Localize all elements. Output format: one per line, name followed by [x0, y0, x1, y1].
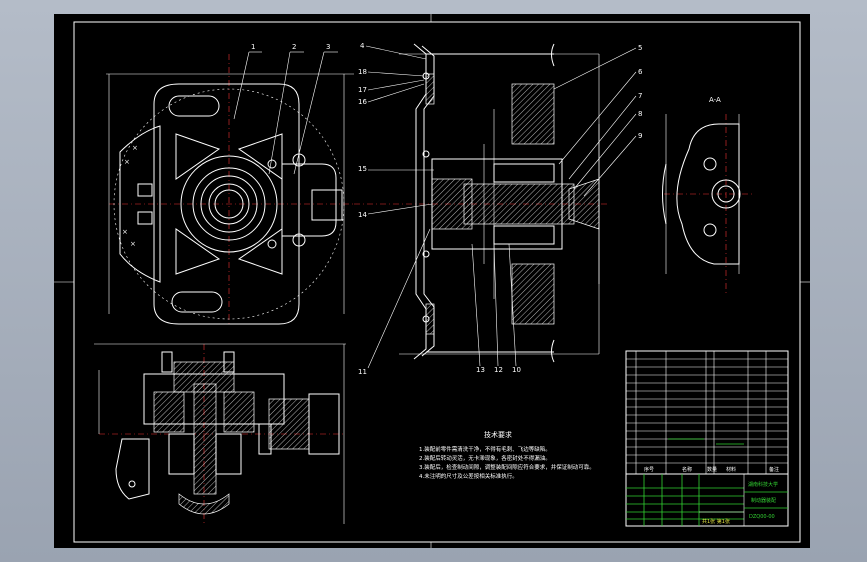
col-header-no: 序号 — [644, 466, 654, 473]
part-labels-section-right: 5 6 7 8 9 — [553, 44, 643, 197]
part-label-10: 10 — [512, 366, 521, 374]
part-label-14: 14 — [358, 211, 367, 219]
note-1: 1.装配前零件需清洗干净，不得有毛刺、飞边等缺陷。 — [419, 445, 551, 453]
drawing-name: 制动器装配 — [751, 497, 776, 504]
part-label-4: 4 — [360, 42, 365, 50]
part-label-13: 13 — [476, 366, 485, 374]
part-labels-top: 1 2 3 — [233, 43, 338, 175]
section-label-aa: A-A — [709, 96, 721, 104]
part-label-15: 15 — [358, 165, 367, 173]
part-label-18: 18 — [358, 68, 367, 76]
part-label-16: 16 — [358, 98, 367, 106]
svg-text:×: × — [122, 228, 128, 236]
part-label-5: 5 — [638, 44, 642, 52]
bracket-front-view: ×× ×× — [106, 54, 354, 325]
notes-title: 技术要求 — [484, 430, 512, 439]
note-4: 4.未注明的尺寸及公差按相关标准执行。 — [419, 472, 518, 480]
part-label-8: 8 — [638, 110, 642, 118]
brake-section-view — [354, 43, 609, 363]
technical-notes: 技术要求 1.装配前零件需清洗干净，不得有毛刺、飞边等缺陷。 2.装配后转动灵活… — [419, 430, 595, 480]
bottom-section-view — [94, 343, 346, 524]
part-label-9: 9 — [638, 132, 642, 140]
title-block: 湖南科技大学 制动器装配 DZQ00-00 共1张 第1张 — [625, 473, 789, 527]
part-label-17: 17 — [358, 86, 367, 94]
part-label-3: 3 — [326, 43, 330, 51]
col-header-remark: 备注 — [769, 466, 779, 473]
note-2: 2.装配后转动灵活，无卡滞现象，各密封处不得漏油。 — [419, 454, 551, 462]
cad-drawing: ×× ×× 1 2 3 — [54, 14, 810, 548]
partial-side-view: A-A — [662, 96, 754, 294]
note-3: 3.装配后，检查制动间隙，调整装配间隙应符合要求，并保证制动可靠。 — [419, 463, 595, 471]
svg-text:×: × — [130, 240, 136, 248]
col-header-material: 材料 — [726, 466, 736, 473]
svg-text:×: × — [132, 144, 138, 152]
part-labels-section-bottom: 13 12 10 — [471, 243, 521, 374]
parts-list: 序号 名称 数量 材料 备注 — [625, 350, 789, 475]
col-header-qty: 数量 — [707, 466, 717, 473]
part-label-7: 7 — [638, 92, 642, 100]
school-name: 湖南科技大学 — [748, 481, 778, 488]
part-label-2: 2 — [292, 43, 296, 51]
part-label-11: 12 — [494, 366, 503, 374]
part-label-12: 11 — [358, 368, 367, 376]
part-label-6: 6 — [638, 68, 643, 76]
part-label-1: 1 — [251, 43, 255, 51]
part-labels-section-left: 4 18 17 16 15 14 11 — [358, 42, 434, 376]
drawing-sheet: ×× ×× 1 2 3 — [54, 14, 810, 548]
outer-frame — [73, 21, 801, 543]
sheet-count: 共1张 第1张 — [702, 518, 730, 525]
svg-text:×: × — [124, 158, 130, 166]
col-header-name: 名称 — [682, 466, 692, 473]
drawing-number: DZQ00-00 — [749, 514, 775, 520]
